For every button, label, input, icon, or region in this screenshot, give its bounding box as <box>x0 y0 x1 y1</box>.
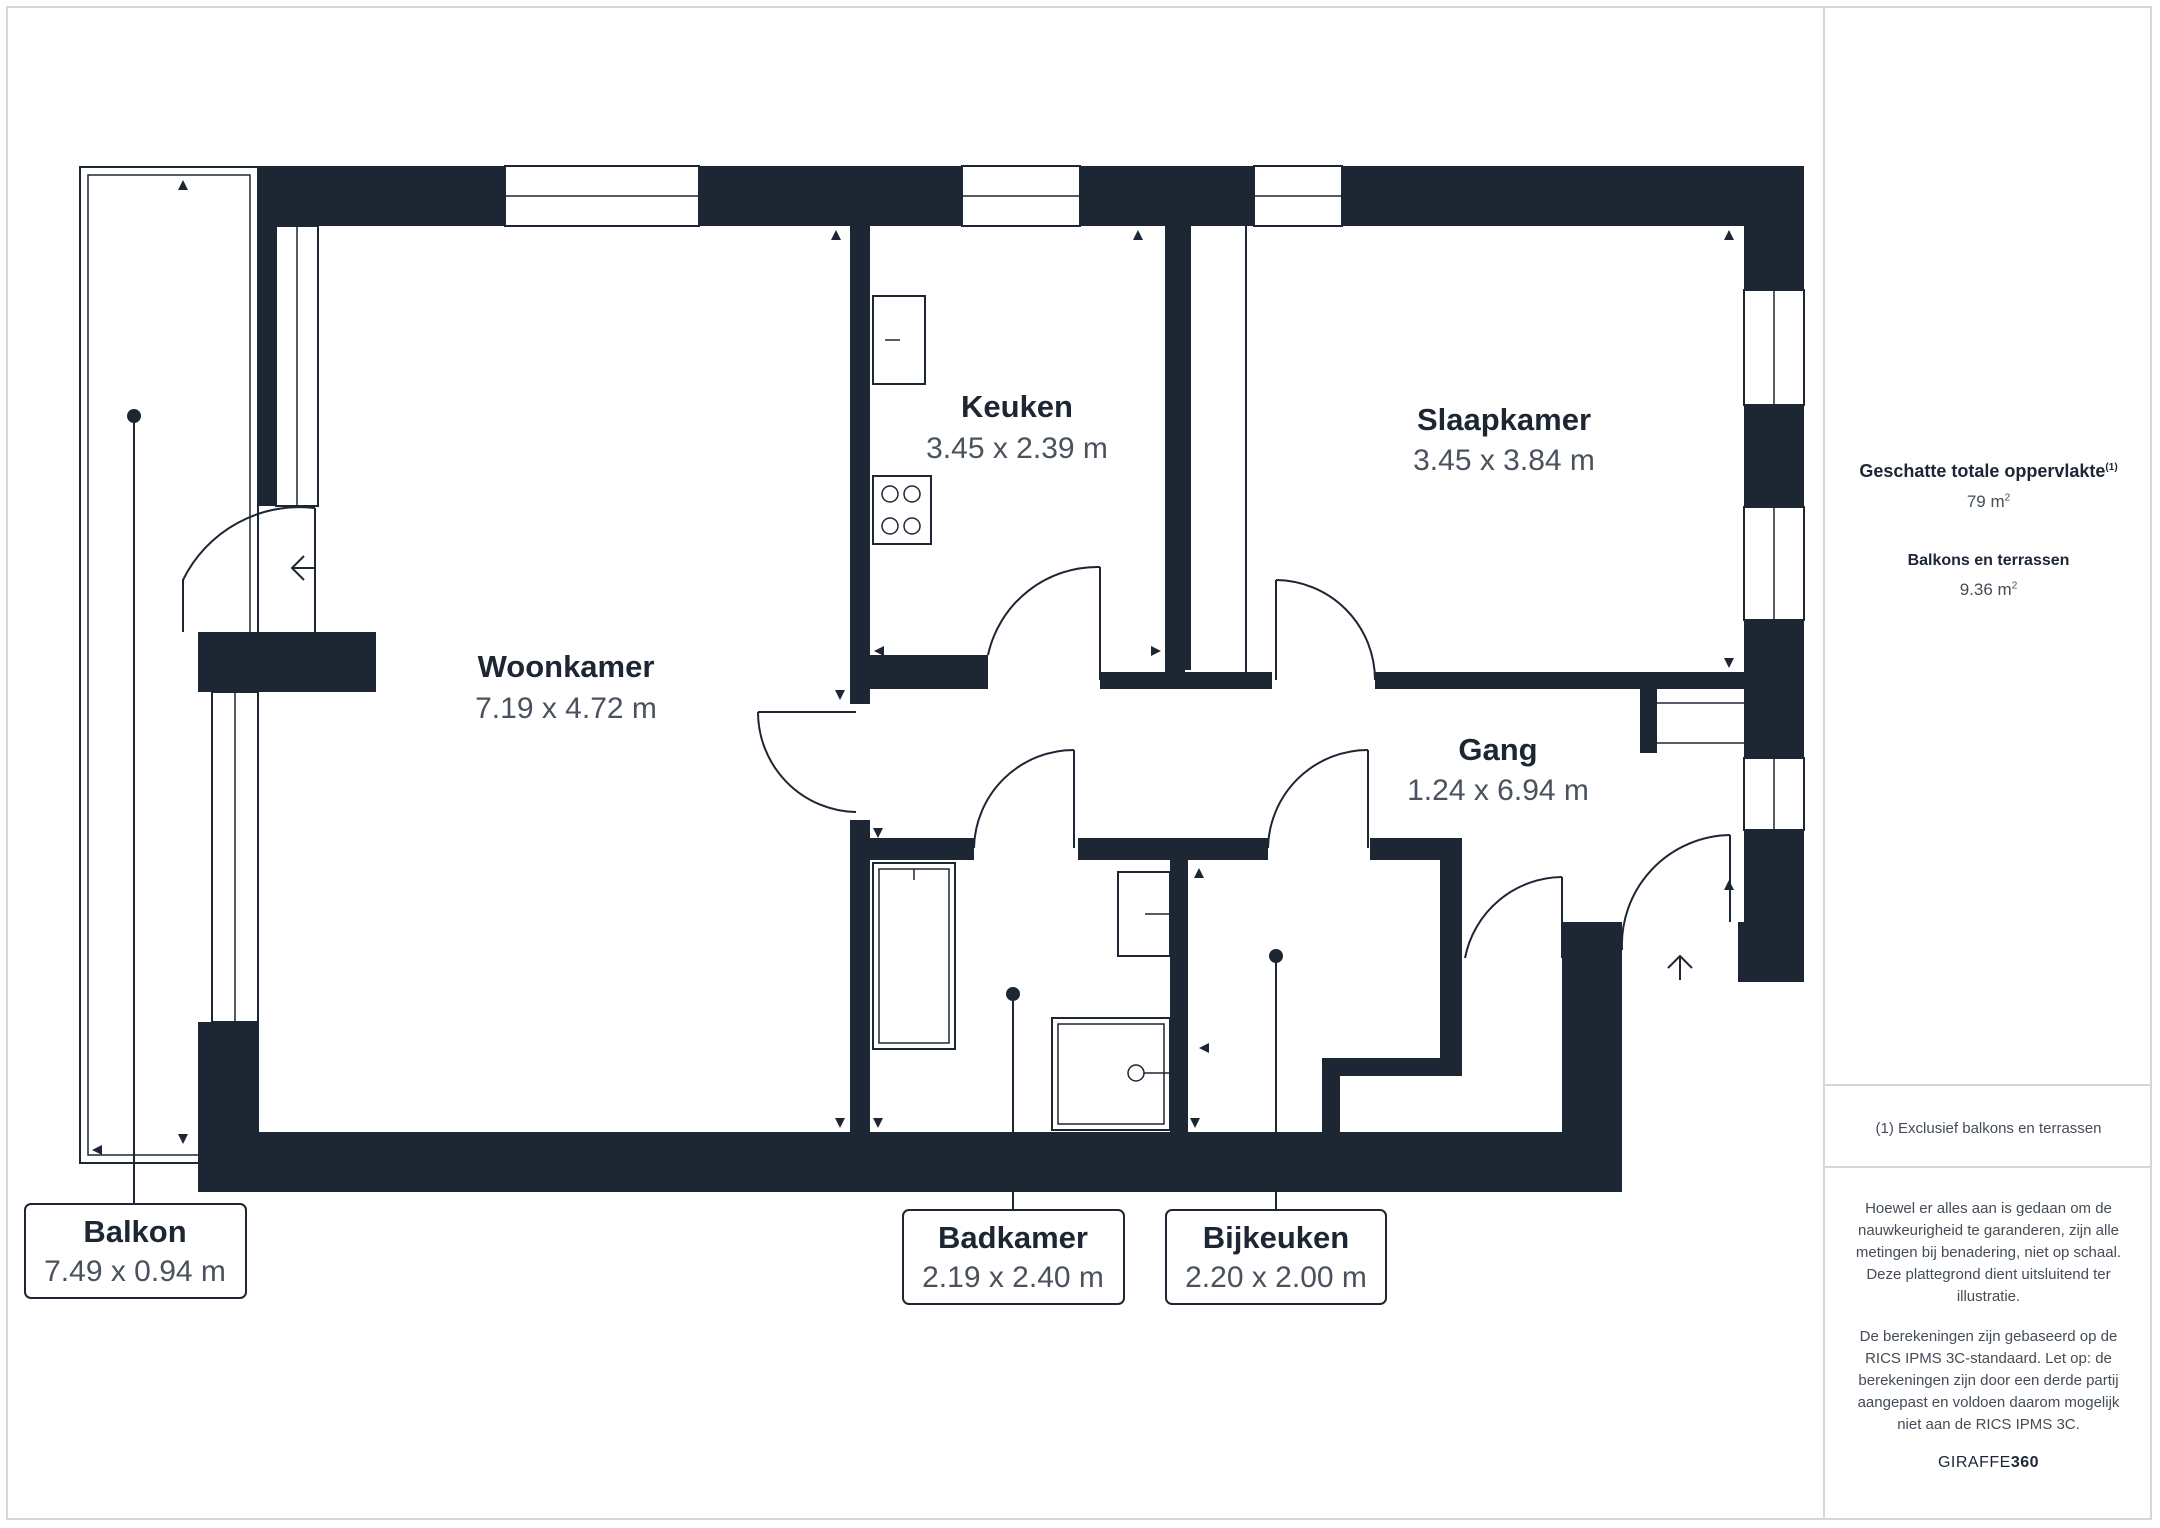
room-gang: Gang 1.24 x 6.94 m <box>1407 732 1589 807</box>
room-dims: 2.20 x 2.00 m <box>1185 1261 1367 1294</box>
divider <box>1825 1084 2152 1086</box>
unit-sup: 2 <box>2004 492 2011 504</box>
brand-prefix: GIRAFFE <box>1937 1454 2011 1471</box>
room-badkamer: Badkamer 2.19 x 2.40 m <box>902 1209 1125 1305</box>
disclaimer-1: Hoewel er alles aan is gedaan om de nauw… <box>1855 1200 2122 1305</box>
total-area-value: 79 m <box>1966 492 2005 511</box>
unit-sup: 2 <box>2011 580 2018 592</box>
leader-lines <box>127 409 1283 1210</box>
fixtures <box>872 295 1171 1131</box>
room-bijkeuken: Bijkeuken 2.20 x 2.00 m <box>1165 1209 1387 1305</box>
balcony-area-label: Balkons en terrassen <box>1907 552 2070 569</box>
disclaimer-2: De berekeningen zijn gebaseerd op de RIC… <box>1857 1328 2120 1433</box>
room-balkon: Balkon 7.49 x 0.94 m <box>24 1203 247 1299</box>
footnote-marker: (1) <box>2105 462 2118 473</box>
room-dims: 1.24 x 6.94 m <box>1407 774 1589 807</box>
room-woonkamer: Woonkamer 7.19 x 4.72 m <box>475 649 657 725</box>
entrance-arrow-icon <box>290 555 1693 980</box>
total-area-label: Geschatte totale oppervlakte <box>1859 461 2106 481</box>
room-name: Woonkamer <box>478 649 655 684</box>
room-dims: 3.45 x 2.39 m <box>926 432 1108 465</box>
floor-plan: Woonkamer 7.19 x 4.72 m Keuken 3.45 x 2.… <box>24 165 1805 1305</box>
interior-walls <box>850 226 1744 1132</box>
room-name: Slaapkamer <box>1417 402 1591 437</box>
room-name: Keuken <box>961 389 1073 424</box>
room-name: Balkon <box>83 1214 186 1249</box>
room-dims: 7.49 x 0.94 m <box>44 1255 226 1288</box>
room-dims: 7.19 x 4.72 m <box>475 692 657 725</box>
room-dims: 3.45 x 3.84 m <box>1413 444 1595 477</box>
balcony-area: Balkons en terrassen 9.36 m2 <box>1825 552 2152 600</box>
brand-suffix: 360 <box>2010 1454 2040 1471</box>
footnote: (1) Exclusief balkons en terrassen <box>1875 1120 2102 1137</box>
windows <box>211 165 1805 1023</box>
room-name: Badkamer <box>938 1220 1088 1255</box>
balcony-area-value: 9.36 m <box>1959 580 2012 599</box>
room-dims: 2.19 x 2.40 m <box>922 1261 1104 1294</box>
brand-logo: GIRAFFE360 <box>1825 1454 2152 1472</box>
doors <box>182 226 1744 959</box>
room-name: Gang <box>1458 732 1537 767</box>
room-slaapkamer: Slaapkamer 3.45 x 3.84 m <box>1413 402 1595 477</box>
measure-ticks <box>92 180 1734 1155</box>
total-area: Geschatte totale oppervlakte(1) 79 m2 <box>1825 461 2152 512</box>
info-sidebar: Geschatte totale oppervlakte(1) 79 m2 Ba… <box>1823 6 2152 1520</box>
room-name: Bijkeuken <box>1203 1220 1349 1255</box>
page-frame <box>6 6 2152 1520</box>
room-keuken: Keuken 3.45 x 2.39 m <box>926 389 1108 465</box>
divider <box>1825 1166 2152 1168</box>
